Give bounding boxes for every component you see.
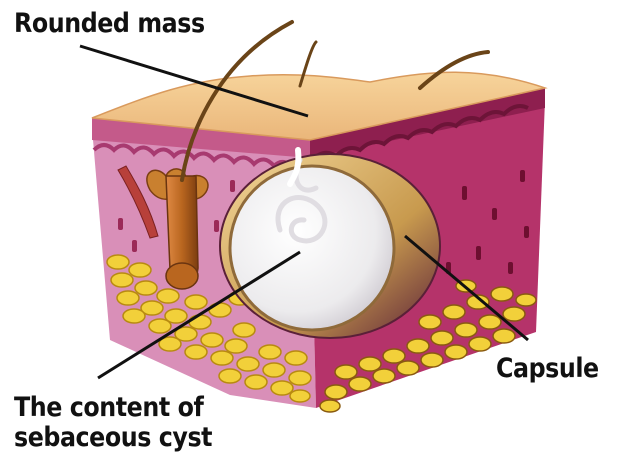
label-cyst-content-line2: sebaceous cyst (14, 423, 212, 453)
label-cyst-content-line1: The content of (14, 393, 212, 423)
label-capsule: Capsule (496, 354, 599, 384)
hair-bulb (166, 263, 198, 289)
label-cyst-content: The content of sebaceous cyst (14, 393, 212, 453)
label-rounded-mass: Rounded mass (14, 9, 205, 39)
